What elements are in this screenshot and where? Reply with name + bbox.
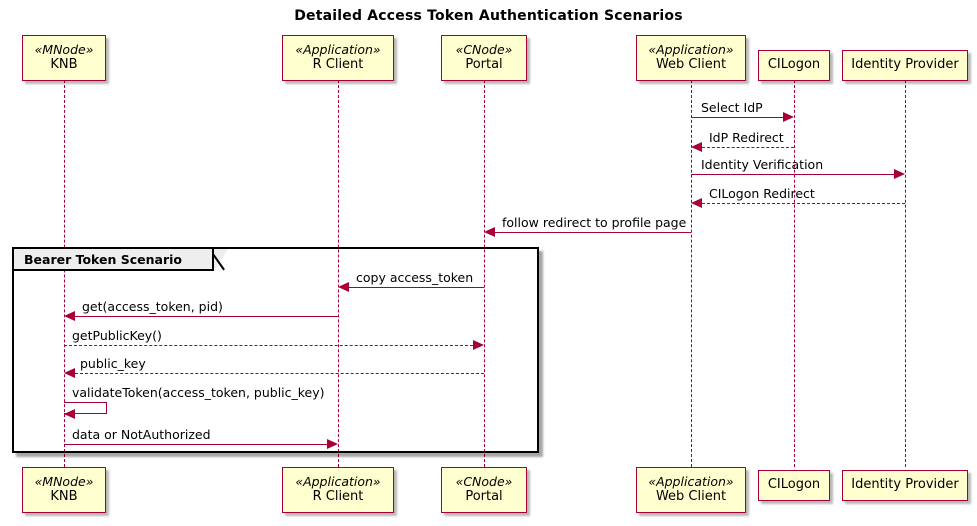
participant-cilogon-bottom[interactable]: CILogon [758, 470, 830, 501]
message-label-idp-redirect: IdP Redirect [709, 130, 784, 145]
message-self-loop-validate-token [64, 402, 107, 414]
participant-stereotype: «Application» [648, 474, 734, 490]
participant-name: Web Client [655, 488, 727, 504]
lifeline-web-client [691, 80, 692, 467]
participant-name: CILogon [767, 57, 821, 73]
group-frame-bearer-token-scenario [12, 247, 539, 453]
participant-name: Identity Provider [851, 57, 959, 73]
message-label-data-or-notauthorized: data or NotAuthorized [72, 427, 211, 442]
lifeline-portal [484, 80, 485, 467]
participant-name: CILogon [767, 477, 821, 493]
message-label-validate-token: validateToken(access_token, public_key) [72, 385, 325, 400]
lifeline-r-client [338, 80, 339, 467]
message-label-public-key: public_key [80, 356, 146, 371]
participant-stereotype: «Application» [295, 42, 381, 58]
message-arrowhead-data-or-notauthorized [327, 439, 338, 449]
message-line-cilogon-redirect [702, 203, 905, 204]
message-arrowhead-identity-verification [894, 169, 905, 179]
lifeline-identity-provider [905, 80, 906, 467]
message-line-public-key [75, 373, 484, 374]
group-tab-fold-icon [214, 249, 228, 271]
message-arrowhead-cilogon-redirect [691, 198, 702, 208]
participant-stereotype: «MNode» [34, 42, 94, 58]
message-label-follow-redirect: follow redirect to profile page [502, 215, 687, 230]
message-arrowhead-copy-access-token [338, 282, 349, 292]
message-line-copy-access-token [349, 287, 484, 288]
participant-name: Portal [465, 56, 503, 72]
participant-name: R Client [312, 488, 364, 504]
participant-stereotype: «MNode» [34, 474, 94, 490]
message-arrowhead-get-access-token [64, 311, 75, 321]
participant-knb-bottom[interactable]: «MNode» KNB [22, 467, 106, 513]
message-label-cilogon-redirect: CILogon Redirect [709, 186, 815, 201]
participant-cilogon-top[interactable]: CILogon [758, 50, 830, 81]
message-arrowhead-get-public-key [473, 340, 484, 350]
participant-name: KNB [50, 488, 78, 504]
group-tab-text: Bearer Token Scenario [24, 251, 183, 267]
participant-stereotype: «Application» [295, 474, 381, 490]
group-label-bearer-token-scenario: Bearer Token Scenario [14, 249, 214, 271]
participant-name: R Client [312, 56, 364, 72]
message-arrowhead-follow-redirect [484, 227, 495, 237]
participant-stereotype: «CNode» [455, 42, 513, 58]
message-line-follow-redirect [495, 232, 691, 233]
message-label-get-public-key: getPublicKey() [72, 328, 162, 343]
participant-name: Portal [465, 488, 503, 504]
participant-portal-top[interactable]: «CNode» Portal [441, 35, 527, 81]
participant-identity-provider-top[interactable]: Identity Provider [842, 50, 968, 81]
group-tab-fold-edge-icon [212, 248, 228, 272]
message-arrowhead-public-key [64, 368, 75, 378]
message-label-get-access-token: get(access_token, pid) [82, 299, 223, 314]
message-arrowhead-validate-token [64, 409, 75, 419]
participant-web-client-bottom[interactable]: «Application» Web Client [636, 467, 746, 513]
message-line-select-idp [691, 117, 783, 118]
message-label-identity-verification: Identity Verification [701, 157, 824, 172]
participant-identity-provider-bottom[interactable]: Identity Provider [842, 470, 968, 501]
participant-knb-top[interactable]: «MNode» KNB [22, 35, 106, 81]
participant-r-client-top[interactable]: «Application» R Client [282, 35, 394, 81]
message-line-identity-verification [691, 174, 894, 175]
participant-r-client-bottom[interactable]: «Application» R Client [282, 467, 394, 513]
message-line-get-public-key [64, 345, 473, 346]
message-line-data-or-notauthorized [64, 444, 327, 445]
participant-name: Identity Provider [851, 477, 959, 493]
message-line-idp-redirect [702, 147, 794, 148]
participant-name: Web Client [655, 56, 727, 72]
lifeline-knb [64, 80, 65, 467]
message-arrowhead-select-idp [783, 112, 794, 122]
lifeline-cilogon [794, 80, 795, 467]
page-title: Detailed Access Token Authentication Sce… [294, 8, 683, 24]
participant-portal-bottom[interactable]: «CNode» Portal [441, 467, 527, 513]
message-label-copy-access-token: copy access_token [356, 270, 474, 285]
participant-stereotype: «Application» [648, 42, 734, 58]
participant-name: KNB [50, 56, 78, 72]
message-line-get-access-token [75, 316, 338, 317]
message-label-select-idp: Select IdP [701, 100, 763, 115]
participant-stereotype: «CNode» [455, 474, 513, 490]
participant-web-client-top[interactable]: «Application» Web Client [636, 35, 746, 81]
message-arrowhead-idp-redirect [691, 142, 702, 152]
